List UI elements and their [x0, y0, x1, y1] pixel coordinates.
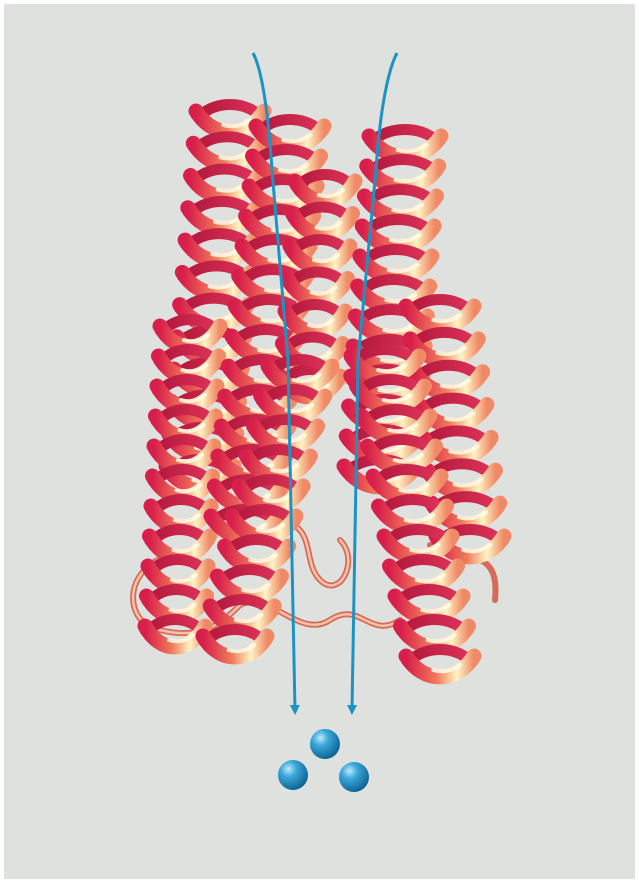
- helix-turn-front: [150, 536, 210, 557]
- ion: [278, 760, 308, 790]
- helix-turn-front: [390, 566, 458, 587]
- ion: [339, 762, 369, 792]
- helix-turn-front: [217, 576, 281, 597]
- helix-bundle: [145, 105, 504, 678]
- helix-turn-front: [203, 636, 267, 657]
- helix-turn-front: [401, 626, 469, 647]
- ions: [278, 729, 369, 792]
- helix-turn-front: [256, 126, 324, 147]
- helix-turn-front: [395, 596, 463, 617]
- helix-turn-front: [288, 279, 348, 300]
- helix-turn-front: [225, 546, 289, 567]
- helix-turn-front: [295, 181, 355, 202]
- helix-turn-front: [384, 536, 452, 557]
- helix-turn-front: [360, 256, 432, 277]
- helix-turn-front: [406, 656, 474, 677]
- helix-turn-front: [364, 196, 436, 217]
- helix-turn-front: [406, 306, 474, 327]
- helix-turn-front: [151, 506, 211, 527]
- helix-turn-front: [362, 226, 434, 247]
- helix-turn-front: [210, 606, 274, 627]
- helix-turn-front: [147, 596, 207, 617]
- helix-turn-front: [285, 311, 345, 332]
- ion: [310, 729, 340, 759]
- helix-turn-front: [290, 246, 350, 267]
- helix-turn-front: [293, 214, 353, 235]
- helix-turn-front: [379, 506, 447, 527]
- helix-turn-front: [148, 566, 208, 587]
